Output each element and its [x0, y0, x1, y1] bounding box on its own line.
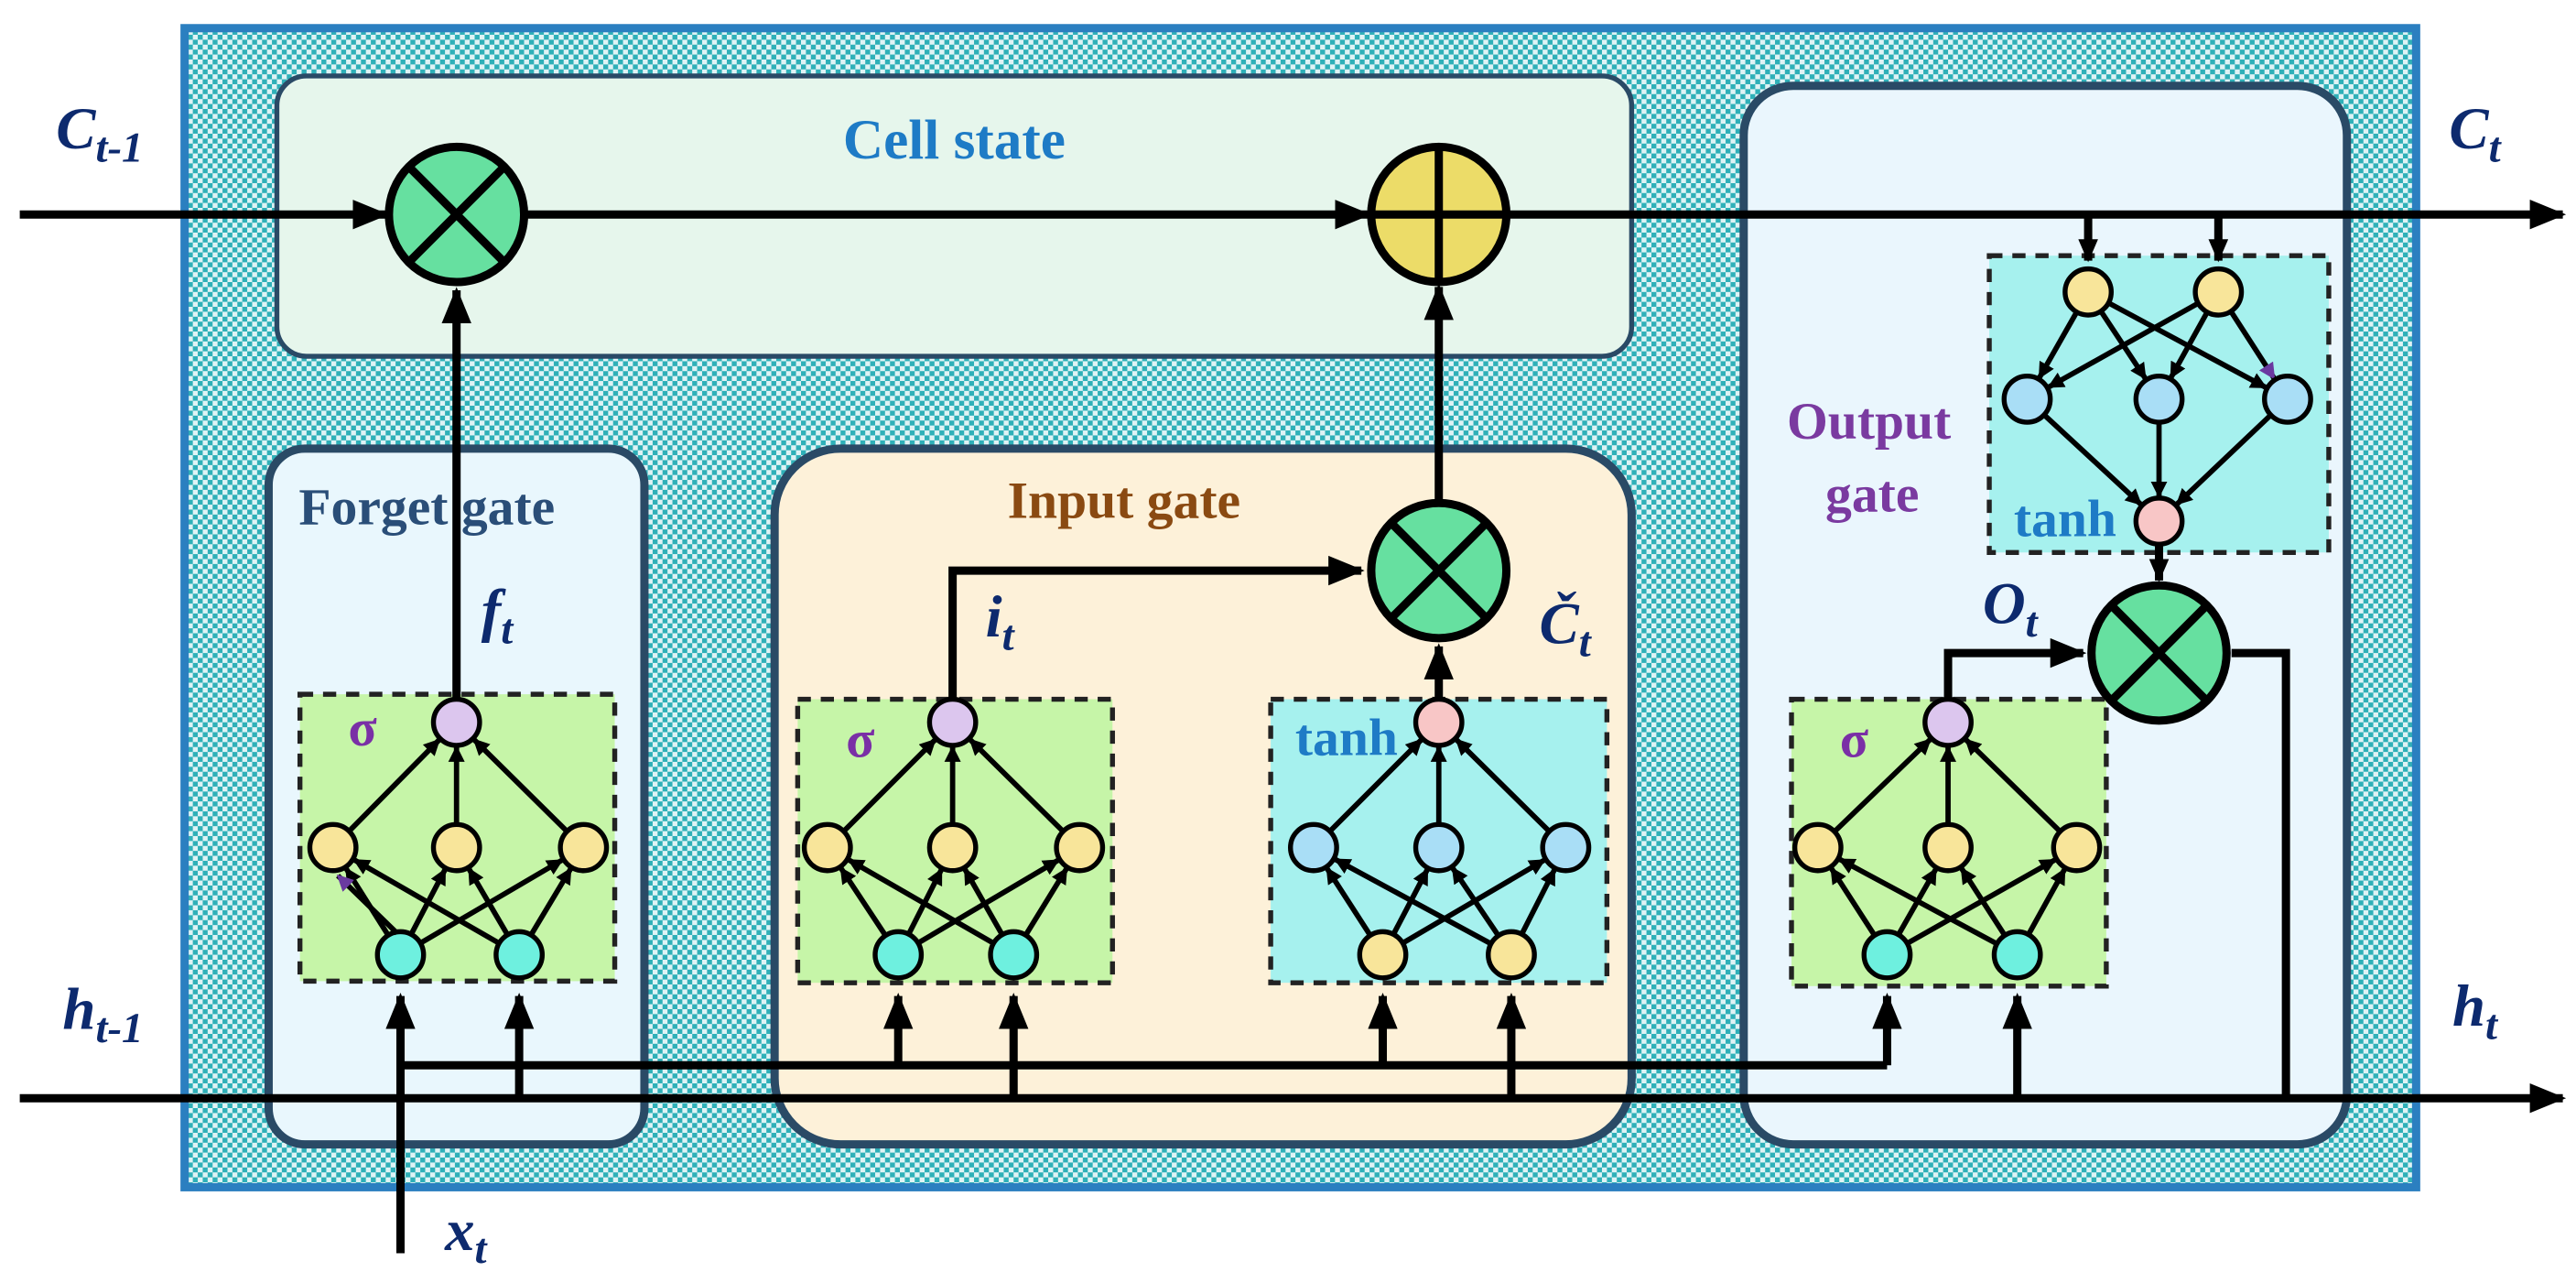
nn-connection [347, 737, 441, 833]
nn-neuron [988, 929, 1040, 981]
nn-connection [2169, 310, 2210, 379]
nn-connection [2047, 300, 2200, 390]
nn-connection [1832, 737, 1932, 834]
nn-neuron [1922, 696, 1974, 748]
nn-neuron [374, 929, 427, 981]
x-t-label: xt [444, 1198, 488, 1273]
output-sigma-label: σ [1840, 712, 1868, 769]
nn-connection [839, 866, 888, 938]
nn-connection [352, 857, 501, 946]
nn-neuron [430, 696, 482, 748]
nn-connection [1023, 867, 1069, 937]
nn-neuron [1412, 696, 1465, 748]
nn-connection [847, 857, 995, 946]
nn-neuron [1357, 929, 1409, 981]
output-gate-title-line2: gate [1825, 465, 1919, 523]
nn-connection [1454, 737, 1552, 833]
nn-connection [1838, 856, 1998, 947]
nn-connection [2026, 867, 2067, 936]
nn-neuron [801, 821, 853, 874]
nn-neuron [872, 929, 925, 981]
forget-sigma-label: σ [348, 700, 376, 757]
gate-neural-networks [307, 266, 2313, 981]
nn-neuron [430, 821, 482, 874]
nn-connection [2042, 412, 2143, 506]
c-t-label: Ct [2449, 96, 2502, 171]
nn-connection [418, 857, 564, 946]
nn-connection [1450, 866, 1501, 938]
output-to-multiply [1943, 637, 2087, 701]
nn-neuron [493, 929, 546, 981]
nn-neuron [2262, 373, 2313, 425]
nn-neuron [1791, 821, 1844, 874]
output-multiply-to-h [2231, 648, 2290, 1099]
nn-connection [841, 737, 937, 833]
nn-neuron [1288, 821, 1339, 874]
nn-connection [962, 867, 1005, 937]
nn-neuron [2133, 495, 2185, 547]
nn-neuron [1922, 821, 1974, 874]
input-gate-title: Input gate [1008, 472, 1240, 529]
c-prev-label: Ct-1 [56, 96, 143, 171]
i-t-label: it [986, 584, 1016, 659]
nn-neuron [1991, 929, 2043, 981]
nn-neuron [1054, 821, 1106, 874]
nn-connection [2037, 310, 2080, 379]
input-multiply-node [1367, 498, 1511, 643]
nn-neuron [2192, 266, 2245, 318]
nn-neuron [2001, 373, 2053, 425]
cell-add-node [1367, 142, 1511, 287]
nn-neuron [557, 821, 610, 874]
c-tilde-label: Čt [1540, 590, 1593, 666]
nn-neuron [2062, 266, 2114, 318]
nn-connection [1959, 866, 2008, 937]
nn-neuron [307, 821, 359, 874]
o-t-label: Ot [1983, 571, 2040, 647]
nn-connection [1334, 856, 1493, 947]
nn-neuron [1861, 929, 1913, 981]
nn-connection [968, 737, 1066, 833]
nn-connection [1964, 737, 2062, 834]
nn-connection [1325, 866, 1373, 937]
h-t-label: ht [2452, 973, 2499, 1049]
h-prev-label: ht-1 [62, 977, 143, 1052]
output-tanh-label: tanh [2014, 490, 2116, 548]
nn-connection [466, 867, 510, 937]
nn-neuron [1486, 929, 1537, 981]
candidate-tanh-label: tanh [1295, 710, 1398, 767]
nn-connection [916, 857, 1060, 946]
nn-connection [1829, 866, 1878, 937]
nn-neuron [926, 696, 979, 748]
nn-connection [2228, 310, 2277, 380]
cell-state-title: Cell state [843, 109, 1066, 171]
nn-neuron [1412, 821, 1465, 874]
nn-neuron [926, 821, 979, 874]
nn-neuron [2051, 821, 2103, 874]
nn-connection [528, 867, 573, 937]
nn-connection [336, 874, 399, 936]
input-to-multiply [948, 555, 1365, 701]
output-multiply-node [2087, 581, 2231, 725]
nn-connection [2175, 413, 2273, 506]
forget-gate-title: Forget gate [298, 479, 555, 537]
nn-connection [1519, 868, 1557, 936]
forget-multiply-node [384, 142, 529, 287]
nn-neuron [1540, 821, 1592, 874]
nn-connection [1327, 737, 1423, 833]
output-gate-title-line1: Output [1787, 393, 1951, 451]
nn-neuron [2133, 373, 2185, 425]
input-sigma-label: σ [846, 712, 874, 769]
nn-connection [471, 737, 569, 833]
